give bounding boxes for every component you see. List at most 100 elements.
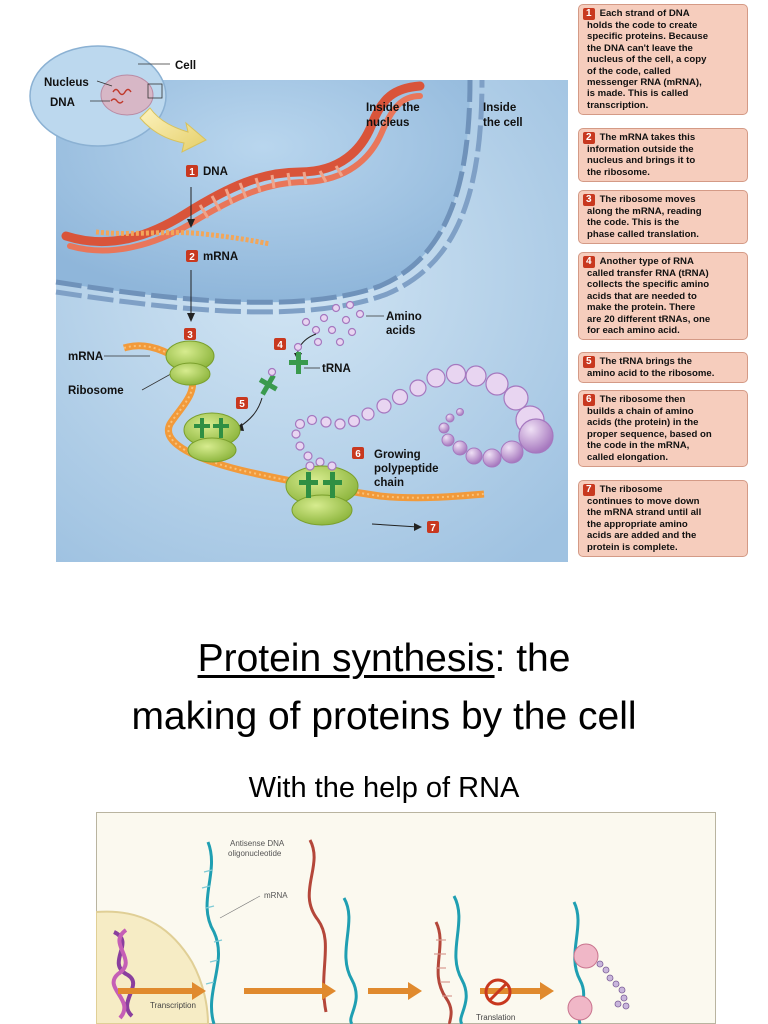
polypeptide-chain [291, 363, 554, 468]
step-line: the code in the mRNA, [587, 440, 743, 451]
page-title-line-2: making of proteins by the cell [131, 695, 637, 738]
label-dna: DNA [203, 166, 228, 178]
label-growing-3: chain [374, 477, 404, 489]
step-line: acids are added and the [587, 530, 743, 541]
step-text: specific proteins. Because [587, 31, 709, 43]
step-line: proper sequence, based on [587, 429, 743, 440]
step-text: The ribosome then [599, 394, 686, 405]
peptide-beads [596, 960, 630, 1010]
label-inside-nucleus-1: Inside the [366, 102, 420, 114]
antisense-oligo [307, 839, 453, 1024]
label-mrna-2: mRNA [264, 891, 288, 900]
marker-3: 3 [184, 328, 196, 341]
label-cell: Cell [175, 60, 196, 72]
step-text: the ribosome. [587, 166, 650, 178]
step-text: the code. This is the [587, 217, 680, 229]
marker-2: 2 [186, 250, 198, 263]
step-line: nucleus and brings it to [587, 155, 743, 166]
step-line: transcription. [587, 100, 743, 111]
step-text: acids that are needed to [587, 290, 697, 302]
step-text: amino acid to the ribosome. [587, 368, 715, 379]
step-text: the code in the mRNA, [587, 440, 690, 452]
label-amino-1: Amino [386, 311, 422, 323]
step-line: of the code, called [587, 66, 743, 77]
label-inside-cell-1: Inside [483, 102, 516, 114]
dna-helix-icon [111, 928, 135, 1020]
nuclear-membrane [55, 79, 473, 305]
step-text: along the mRNA, reading [587, 206, 702, 217]
step-text: for each amino acid. [587, 325, 680, 337]
label-antisense-1: Antisense DNA [230, 839, 285, 848]
step-text: of the code, called [587, 65, 671, 77]
label-growing-1: Growing [374, 449, 421, 461]
step-line: the DNA can't leave the [587, 43, 743, 54]
step-number: 6 [583, 394, 595, 406]
nucleus-overview [100, 74, 154, 116]
marker-6: 6 [352, 447, 364, 460]
antisense-diagram: Antisense DNA oligonucleotide mRNA Trans… [96, 812, 716, 1024]
step-line: called transfer RNA (tRNA) [587, 268, 743, 279]
step-text: acids are added and the [587, 530, 697, 542]
step-text: protein is complete. [587, 541, 678, 553]
title-term: Protein synthesis [197, 637, 495, 680]
step-line: the ribosome. [587, 167, 743, 178]
step-text: transcription. [587, 99, 649, 111]
step-number: 3 [583, 194, 595, 206]
svg-text:5: 5 [239, 399, 245, 410]
svg-text:3: 3 [187, 330, 193, 341]
ribosome-icon [567, 943, 599, 1021]
label-inside-nucleus-2: nucleus [366, 117, 409, 129]
step-line: the appropriate amino [587, 519, 743, 530]
trna-1 [289, 352, 308, 374]
step-text: nucleus of the cell, a copy [587, 54, 707, 66]
blocked-icon [484, 978, 512, 1006]
step-text: the DNA can't leave the [587, 42, 693, 54]
label-transcription: Transcription [150, 1001, 196, 1010]
label-mrna-left: mRNA [68, 351, 103, 363]
step-text: nucleus and brings it to [587, 155, 696, 167]
step-text: collects the specific amino [587, 279, 710, 291]
title-rest: : the [494, 637, 571, 680]
step-line: is made. This is called [587, 88, 743, 99]
step-number: 1 [583, 8, 595, 20]
step-line: for each amino acid. [587, 325, 743, 336]
step-text: The tRNA brings the [599, 356, 692, 367]
step-text: make the protein. There [587, 302, 696, 314]
step-line: amino acid to the ribosome. [587, 368, 743, 379]
step-number: 5 [583, 356, 595, 368]
step-text: information outside the [587, 144, 694, 155]
label-trna: tRNA [322, 363, 351, 375]
marker-5: 5 [236, 397, 248, 410]
marker-4: 4 [274, 338, 286, 351]
step-line: 5 The tRNA brings the [583, 356, 743, 368]
label-nucleus: Nucleus [44, 77, 89, 89]
arrow-3 [368, 982, 422, 1000]
step-line: acids (the protein) in the [587, 417, 743, 428]
subtitle: With the help of RNA [248, 772, 520, 804]
label-growing-2: polypeptide [374, 463, 439, 475]
step-number: 7 [583, 484, 595, 496]
step-line: collects the specific amino [587, 279, 743, 290]
step-text: The mRNA takes this [599, 132, 696, 143]
step-line: holds the code to create [587, 20, 743, 31]
label-amino-2: acids [386, 325, 415, 337]
step-line: along the mRNA, reading [587, 206, 743, 217]
step-text: the appropriate amino [587, 518, 688, 530]
svg-text:6: 6 [355, 449, 361, 460]
ribosome-1 [165, 340, 215, 386]
step-line: the code. This is the [587, 217, 743, 228]
step-line: nucleus of the cell, a copy [587, 54, 743, 65]
arrow-2 [244, 982, 336, 1000]
step-line: make the protein. There [587, 302, 743, 313]
svg-text:7: 7 [430, 523, 436, 534]
step-text: are 20 different tRNAs, one [587, 313, 711, 325]
ribosome-2 [183, 412, 241, 463]
ribosome-3 [285, 461, 359, 526]
step-line: messenger RNA (mRNA), [587, 77, 743, 88]
